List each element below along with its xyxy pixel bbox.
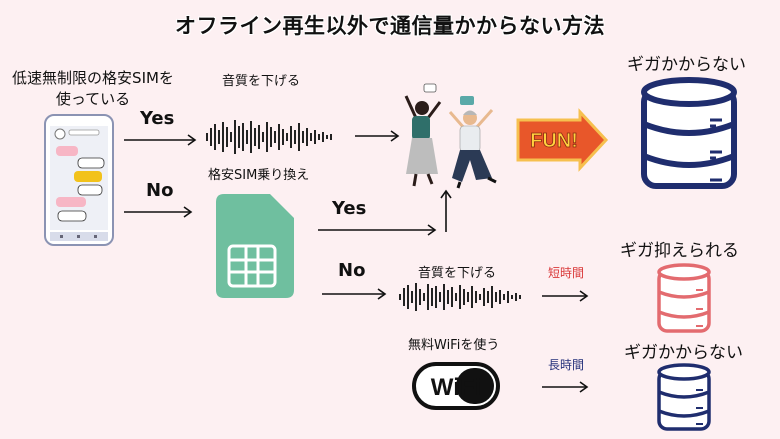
start-condition-label: 低速無制限の格安SIMを使っている <box>12 69 174 108</box>
long-time-label: 長時間 <box>548 358 585 372</box>
short-time-label: 短時間 <box>548 266 585 280</box>
no-arrow <box>124 206 193 218</box>
database-icon-bottom <box>657 363 711 431</box>
quality-label-bottom: 音質を下げる <box>418 266 497 281</box>
happy-people-illustration <box>404 83 497 189</box>
result-mid-label: ギガ抑えられる <box>620 241 739 261</box>
no-arrow-2 <box>322 288 387 300</box>
wifi-logo-icon: WiFi <box>412 362 500 410</box>
up-arrow <box>440 189 452 232</box>
database-icon-mid <box>657 263 711 333</box>
long-time-arrow <box>542 381 589 393</box>
switch-sim-label: 格安SIM乗り換え <box>208 168 310 183</box>
free-wifi-label: 無料WiFiを使う <box>408 338 500 353</box>
wifi-logo-text: WiFi <box>431 374 481 401</box>
sim-card-icon <box>216 194 294 298</box>
sound-wave-icon <box>206 120 332 154</box>
result-bottom-label: ギガかからない <box>624 343 743 363</box>
database-icon-top <box>641 77 737 189</box>
to-people-arrow <box>355 130 400 142</box>
page-title: オフライン再生以外で通信量かからない方法 <box>175 14 605 38</box>
no-label-2: No <box>338 260 366 281</box>
phone-chat-icon <box>44 114 114 246</box>
fun-sign-icon: FUN! <box>516 108 609 172</box>
short-time-arrow <box>542 290 589 302</box>
no-label: No <box>146 180 174 201</box>
yes-label-2: Yes <box>332 198 367 219</box>
yes-arrow <box>124 134 197 146</box>
result-top-label: ギガかからない <box>627 55 746 75</box>
quality-label-top: 音質を下げる <box>222 74 301 89</box>
yes-arrow-2 <box>318 224 437 236</box>
yes-label: Yes <box>140 108 175 129</box>
fun-sign-text: FUN! <box>530 130 578 152</box>
sound-wave-icon-small <box>399 283 521 311</box>
